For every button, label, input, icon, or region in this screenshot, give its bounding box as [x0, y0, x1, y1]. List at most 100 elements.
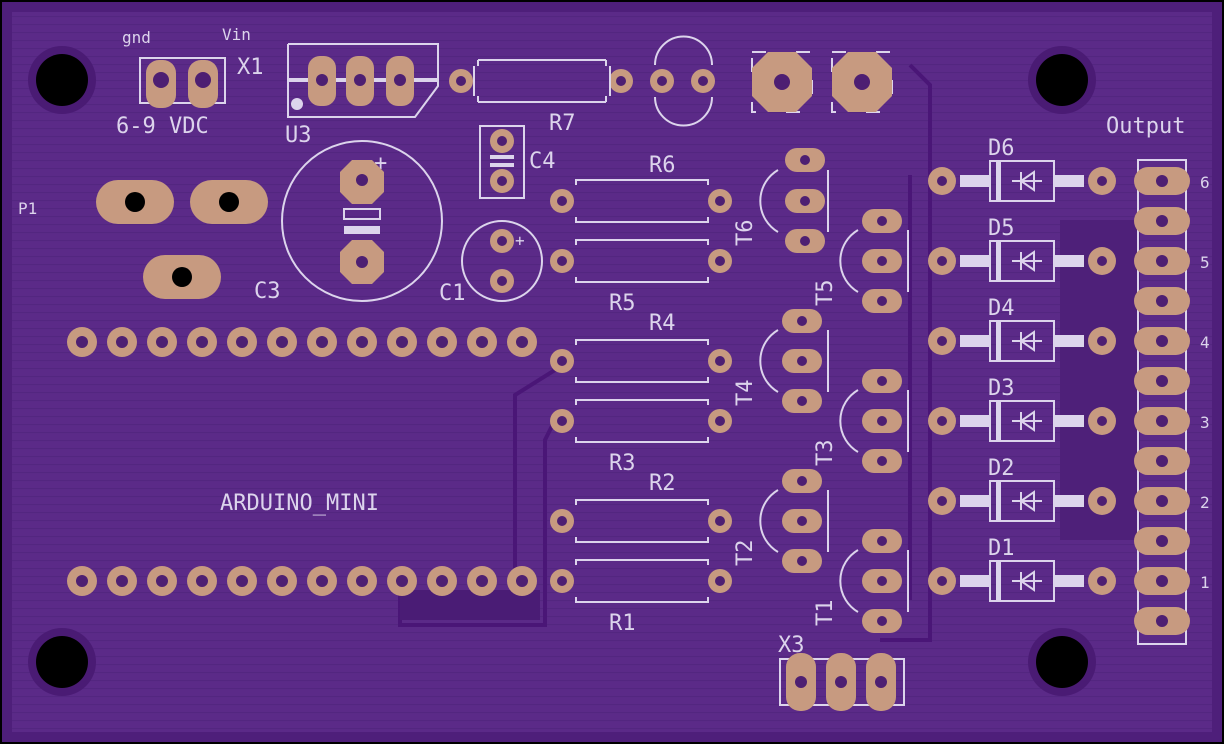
- arduino-bottom-pin-hole: [156, 575, 168, 587]
- label-u3: U3: [285, 123, 312, 148]
- output-pin-hole: [1156, 535, 1168, 547]
- r2-resistor: R2: [550, 471, 732, 543]
- label-t2: T2: [733, 540, 758, 567]
- t2-transistor: T2: [733, 469, 829, 573]
- label-d5: D5: [988, 216, 1015, 241]
- label-t3: T3: [813, 440, 838, 467]
- output-pin-hole: [1156, 455, 1168, 467]
- arduino-top-pin-hole: [196, 336, 208, 348]
- label-c3: C3: [254, 279, 281, 304]
- label-p1: P1: [18, 199, 37, 218]
- r1-resistor: R1: [550, 559, 732, 636]
- d4-diode: D4: [928, 296, 1116, 362]
- label-d6: D6: [988, 136, 1015, 161]
- r3-resistor: R3: [550, 399, 732, 476]
- t1-transistor: T1: [813, 529, 909, 633]
- label-out5: 5: [1200, 253, 1210, 272]
- arduino-bottom-pin-hole: [356, 575, 368, 587]
- label-output: Output: [1106, 114, 1185, 139]
- output-pin-hole: [1156, 615, 1168, 627]
- mounting-holes: [28, 46, 1096, 696]
- arduino-top-pin-hole: [316, 336, 328, 348]
- arduino-bottom-pin-hole: [196, 575, 208, 587]
- label-r5: R5: [609, 291, 636, 316]
- label-out4: 4: [1200, 333, 1210, 352]
- diodes: D6 D5 D4 D3: [928, 136, 1116, 602]
- arduino-bottom-pin-hole: [396, 575, 408, 587]
- label-r7: R7: [549, 111, 576, 136]
- d1-diode: D1: [928, 536, 1116, 602]
- r4-resistor: R4: [550, 311, 732, 383]
- c3-capacitor: + C3: [254, 140, 443, 304]
- arduino-bottom-pin-hole: [116, 575, 128, 587]
- arduino-top-pin-hole: [276, 336, 288, 348]
- label-d4: D4: [988, 296, 1015, 321]
- label-out6: 6: [1200, 173, 1210, 192]
- label-d2: D2: [988, 456, 1015, 481]
- c1-capacitor: + C1: [439, 220, 543, 306]
- x3-connector: X3: [778, 633, 905, 711]
- output-pin-hole: [1156, 375, 1168, 387]
- d3-diode: D3: [928, 376, 1116, 442]
- label-t1: T1: [813, 600, 838, 627]
- c4-capacitor: C4: [479, 125, 556, 199]
- arduino-bottom-pin-hole: [236, 575, 248, 587]
- p1-pads: P1: [18, 180, 268, 299]
- label-vdc: 6-9 VDC: [116, 114, 209, 139]
- arduino-bottom-pin-hole: [436, 575, 448, 587]
- arduino-top-pin-hole: [516, 336, 528, 348]
- arduino-top-pin-hole: [156, 336, 168, 348]
- label-r4: R4: [649, 311, 676, 336]
- label-out2: 2: [1200, 493, 1210, 512]
- arduino-top-pin-hole: [76, 336, 88, 348]
- label-r2: R2: [649, 471, 676, 496]
- label-arduino: ARDUINO_MINI: [220, 491, 379, 516]
- label-c1-plus: +: [515, 231, 525, 250]
- t6-transistor: T6: [733, 148, 829, 253]
- arduino-top-pin-hole: [356, 336, 368, 348]
- output-pin-hole: [1156, 295, 1168, 307]
- output-pin-hole: [1156, 175, 1168, 187]
- arduino-bottom-pin-hole: [276, 575, 288, 587]
- label-gnd: gnd: [122, 28, 151, 47]
- r7-resistor: R7: [449, 59, 633, 136]
- transistors: T6 T5 T4 T3 T2: [733, 148, 909, 633]
- arduino-bottom-pin-hole: [316, 575, 328, 587]
- arduino-bottom-pin-hole: [76, 575, 88, 587]
- output-pin-hole: [1156, 215, 1168, 227]
- label-d3: D3: [988, 376, 1015, 401]
- board-fill: [12, 12, 1212, 732]
- output-pin-hole: [1156, 255, 1168, 267]
- label-r1: R1: [609, 611, 636, 636]
- arduino-top-pin-hole: [236, 336, 248, 348]
- label-out3: 3: [1200, 413, 1210, 432]
- output-header: Output 6 5 4 3 2 1: [1106, 114, 1210, 645]
- label-r6: R6: [649, 153, 676, 178]
- label-c4: C4: [529, 149, 556, 174]
- label-t6: T6: [733, 220, 758, 247]
- t4-transistor: T4: [733, 309, 829, 413]
- label-t4: T4: [733, 380, 758, 407]
- label-vin: Vin: [222, 25, 251, 44]
- label-x1: X1: [237, 55, 264, 80]
- label-out1: 1: [1200, 573, 1210, 592]
- output-pin-hole: [1156, 575, 1168, 587]
- r6-resistor: R6: [550, 153, 732, 223]
- t5-transistor: T5: [813, 209, 909, 313]
- arduino-mini: ARDUINO_MINI: [67, 327, 537, 596]
- r5-resistor: R5: [550, 239, 732, 316]
- output-pin-hole: [1156, 495, 1168, 507]
- power-pads: [751, 51, 893, 113]
- label-t5: T5: [813, 280, 838, 307]
- arduino-top-pin-hole: [396, 336, 408, 348]
- d5-diode: D5: [928, 216, 1116, 282]
- x1-connector: gnd Vin X1 6-9 VDC: [116, 25, 264, 139]
- label-d1: D1: [988, 536, 1015, 561]
- d2-diode: D2: [928, 456, 1116, 522]
- label-c1: C1: [439, 281, 466, 306]
- arduino-top-pin-hole: [476, 336, 488, 348]
- led: [650, 35, 715, 127]
- arduino-top-pin-hole: [436, 336, 448, 348]
- output-pin-hole: [1156, 335, 1168, 347]
